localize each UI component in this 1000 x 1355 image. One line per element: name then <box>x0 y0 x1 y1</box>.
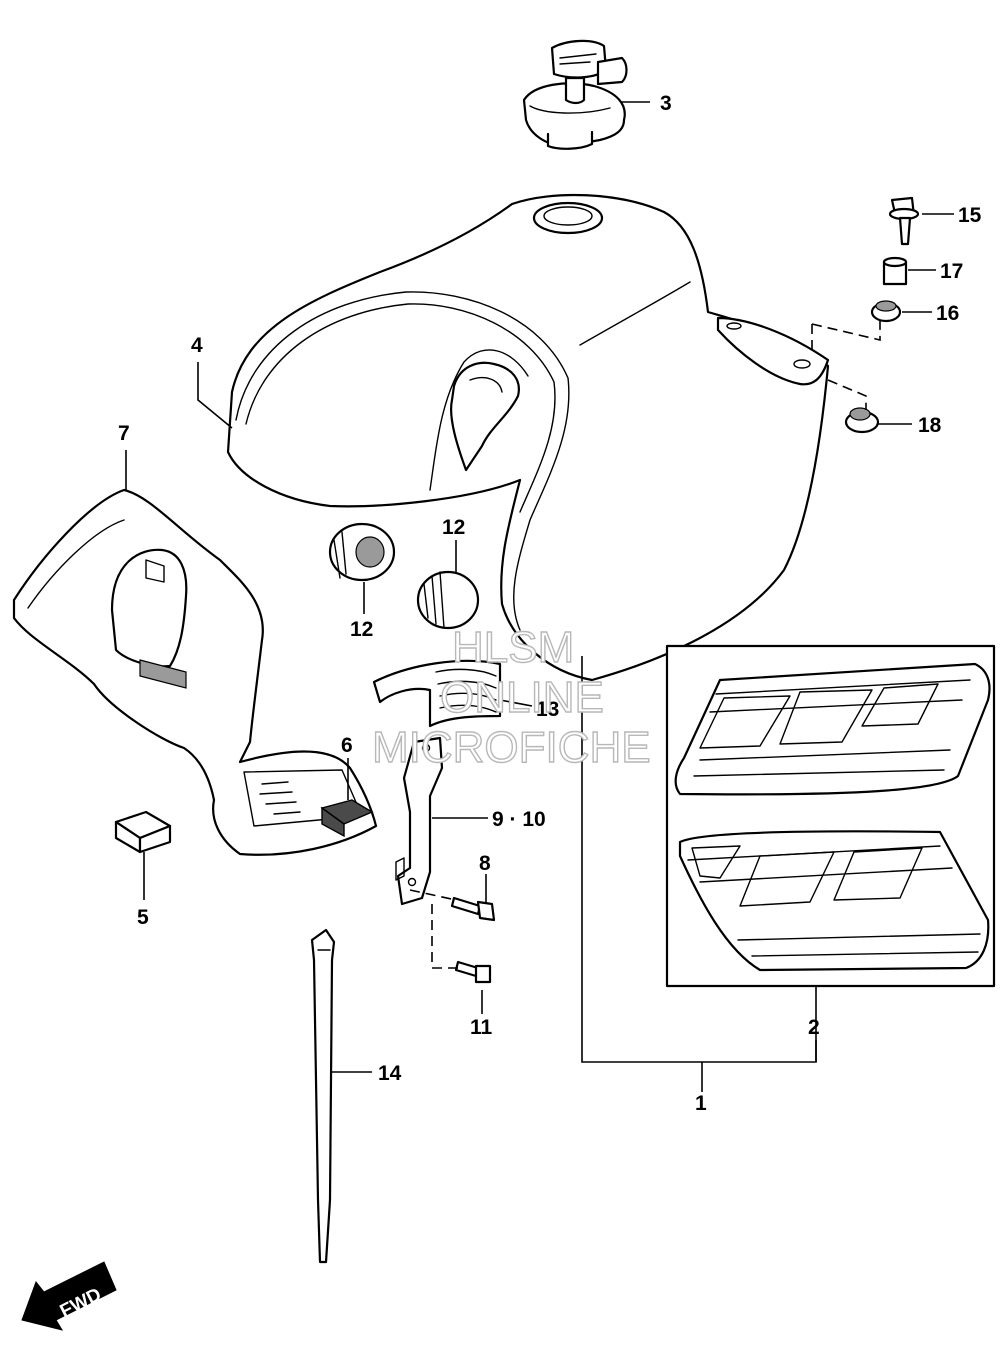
tank-cover-7 <box>12 488 378 856</box>
cushion-5 <box>114 810 172 854</box>
cable-tie-14 <box>310 928 336 1264</box>
tank-cushion-13 <box>372 659 502 728</box>
grommet-18 <box>844 407 880 434</box>
dashed-lines <box>409 320 881 969</box>
spacer-17 <box>882 256 908 286</box>
callout-16: 16 <box>936 302 959 325</box>
callout-15: 15 <box>958 204 982 227</box>
callout-7: 7 <box>118 422 130 445</box>
emblem-upper <box>674 662 991 796</box>
cushion-12-cap <box>416 570 480 630</box>
callout-12-upper: 12 <box>442 516 465 539</box>
fuel-tank <box>226 193 830 682</box>
callout-5: 5 <box>137 906 149 929</box>
bolt-15 <box>888 196 920 246</box>
cushion-12-ring <box>328 522 396 582</box>
callout-8: 8 <box>479 852 491 875</box>
bracket-9-10 <box>395 736 444 906</box>
callout-9-10: 9 · 10 <box>492 808 546 831</box>
callout-6: 6 <box>341 734 353 757</box>
callout-2: 2 <box>808 1016 820 1039</box>
callout-18: 18 <box>918 414 942 437</box>
callout-4: 4 <box>191 334 203 357</box>
callout-11: 11 <box>470 1016 493 1039</box>
callout-14: 14 <box>378 1062 402 1085</box>
cushion-16 <box>870 300 902 323</box>
fwd-arrow-icon: FWD <box>21 1261 117 1331</box>
fuel-cap <box>522 39 628 150</box>
watermark: HLSM ONLINE MICROFICHE <box>371 622 651 772</box>
callout-1: 1 <box>695 1092 707 1115</box>
callout-13: 13 <box>536 698 559 721</box>
cushion-6 <box>320 799 374 838</box>
leader-lines <box>125 101 954 1092</box>
callout-17: 17 <box>940 260 963 283</box>
watermark-line-2: ONLINE <box>440 673 604 722</box>
watermark-line-3: MICROFICHE <box>372 723 651 772</box>
callout-labels: 3 15 17 16 18 4 7 12 12 13 6 9 · 10 8 5 … <box>118 92 982 1115</box>
callout-3: 3 <box>660 92 672 115</box>
watermark-line-1: HLSM <box>452 623 574 672</box>
emblem-lower <box>678 830 990 972</box>
bolt-11 <box>454 960 492 984</box>
bolt-8 <box>450 896 496 922</box>
callout-12-lower: 12 <box>350 618 373 641</box>
